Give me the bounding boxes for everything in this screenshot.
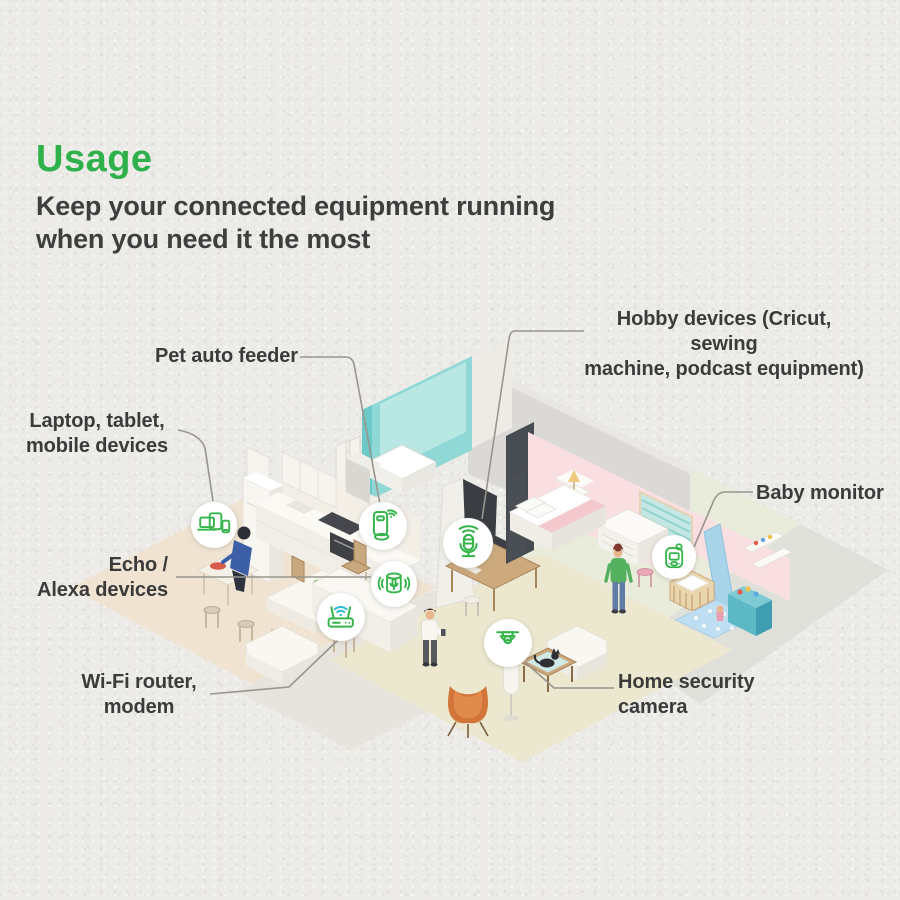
- label-laptop-line2: mobile devices: [26, 435, 168, 457]
- security-camera-icon: [496, 631, 520, 645]
- leader-camera: [524, 661, 614, 689]
- subtitle-line-1: Keep your connected equipment running: [36, 191, 556, 221]
- label-hobby-line1: Hobby devices (Cricut, sewing: [616, 308, 832, 355]
- label-hobby-line2: machine, podcast equipment): [584, 358, 864, 380]
- wifi-router-icon: [327, 606, 355, 628]
- baby-monitor-badge: [652, 535, 696, 579]
- label-baby-monitor: Baby monitor: [756, 481, 884, 506]
- echo-alexa-badge: [371, 561, 417, 607]
- leader-baby-monitor: [693, 491, 753, 548]
- person-standing-living: [421, 608, 446, 667]
- label-baby-monitor-text: Baby monitor: [756, 482, 884, 504]
- laptop-devices-badge: [191, 502, 237, 548]
- pet-feeder-icon: [373, 509, 398, 541]
- label-camera-line2: camera: [618, 696, 688, 718]
- leader-hobby: [481, 330, 584, 520]
- baby-monitor-icon: [665, 543, 683, 569]
- leader-laptop: [177, 429, 214, 502]
- label-router-line2: modem: [103, 696, 175, 718]
- podcast-microphone-icon: [458, 524, 478, 557]
- wifi-router-badge: [317, 593, 365, 641]
- smart-speaker-icon: [377, 572, 411, 594]
- label-echo-line1: Echo /: [108, 554, 169, 576]
- label-router-line1: Wi-Fi router,: [81, 671, 197, 693]
- label-pet-feeder: Pet auto feeder: [155, 344, 298, 369]
- page-subtitle: Keep your connected equipment running wh…: [36, 190, 555, 256]
- label-hobby-devices: Hobby devices (Cricut, sewing machine, p…: [582, 307, 866, 382]
- person-standing-bedroom: [604, 543, 633, 614]
- hobby-devices-badge: [443, 518, 493, 568]
- living-area: [245, 625, 608, 738]
- leader-pet-feeder: [300, 356, 381, 505]
- nursery-area: [669, 512, 794, 639]
- label-security-camera: Home security camera: [618, 670, 798, 720]
- label-echo-alexa: Echo / Alexa devices: [30, 553, 168, 603]
- label-echo-line2: Alexa devices: [36, 579, 168, 601]
- security-camera-badge: [484, 619, 532, 667]
- leader-lines: [176, 330, 753, 695]
- label-laptop-devices: Laptop, tablet, mobile devices: [24, 409, 170, 459]
- label-laptop-line1: Laptop, tablet,: [29, 410, 165, 432]
- laptop-tablet-phone-icon: [197, 512, 231, 534]
- label-wifi-router: Wi-Fi router, modem: [78, 670, 200, 720]
- label-pet-feeder-text: Pet auto feeder: [155, 345, 298, 367]
- label-camera-line1: Home security: [618, 671, 755, 693]
- subtitle-line-2: when you need it the most: [36, 224, 371, 254]
- pet-feeder-badge: [359, 502, 407, 550]
- page-title: Usage: [36, 138, 153, 180]
- leader-router: [209, 639, 339, 695]
